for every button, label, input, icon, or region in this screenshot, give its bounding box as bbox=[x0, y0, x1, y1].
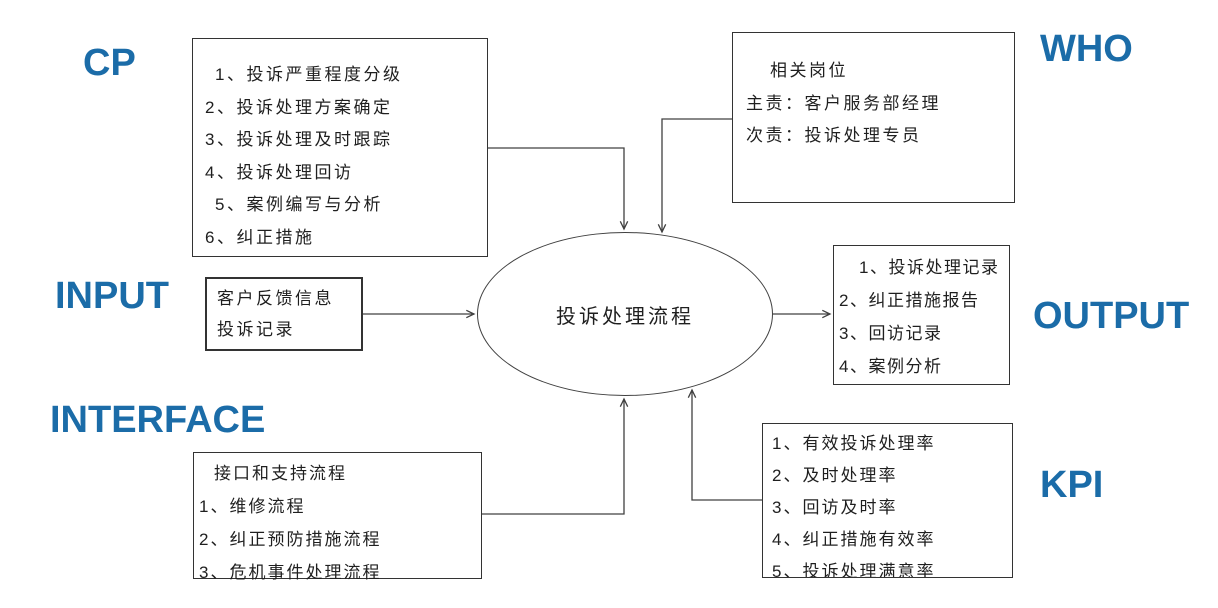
who-box-line: 次责：投诉处理专员 bbox=[746, 126, 922, 145]
input-label: INPUT bbox=[55, 275, 169, 317]
interface-box: 接口和支持流程 1、维修流程 2、纠正预防措施流程 3、危机事件处理流程 bbox=[193, 452, 482, 582]
output-box-item: 2、纠正措施报告 bbox=[839, 291, 980, 310]
who-box-title: 相关岗位 bbox=[770, 61, 848, 80]
cp-box-item: 6、纠正措施 bbox=[205, 227, 315, 247]
kpi-box-item: 1、有效投诉处理率 bbox=[772, 434, 936, 453]
cp-box-item: 5、案例编写与分析 bbox=[215, 195, 383, 214]
who-box-line: 主责：客户服务部经理 bbox=[746, 93, 941, 113]
kpi-box-item: 4、纠正措施有效率 bbox=[772, 530, 936, 549]
output-box-item: 3、回访记录 bbox=[839, 324, 943, 343]
kpi-box-item: 5、投诉处理满意率 bbox=[772, 562, 936, 578]
interface-box-item: 3、危机事件处理流程 bbox=[199, 563, 382, 582]
interface-box-item: 1、维修流程 bbox=[199, 497, 306, 516]
process-ellipse: 投诉处理流程 bbox=[477, 232, 773, 396]
who-box: 相关岗位 主责：客户服务部经理 次责：投诉处理专员 bbox=[732, 32, 1015, 203]
connector-kpi-to-process bbox=[687, 388, 762, 501]
cp-box: 1、投诉严重程度分级 2、投诉处理方案确定 3、投诉处理及时跟踪 4、投诉处理回… bbox=[192, 38, 488, 257]
connector-interface-to-process bbox=[482, 397, 629, 515]
connector-cp-to-process bbox=[488, 147, 629, 231]
cp-label: CP bbox=[83, 42, 136, 84]
cp-box-item: 3、投诉处理及时跟踪 bbox=[205, 130, 393, 149]
interface-box-title: 接口和支持流程 bbox=[214, 464, 347, 483]
input-box-line: 客户反馈信息 bbox=[217, 289, 334, 308]
kpi-box: 1、有效投诉处理率 2、及时处理率 3、回访及时率 4、纠正措施有效率 5、投诉… bbox=[762, 423, 1013, 578]
kpi-box-item: 2、及时处理率 bbox=[772, 466, 898, 485]
interface-label: INTERFACE bbox=[50, 399, 266, 441]
output-box-item: 1、投诉处理记录 bbox=[859, 258, 1000, 277]
kpi-box-item: 3、回访及时率 bbox=[772, 498, 898, 517]
cp-box-item: 1、投诉严重程度分级 bbox=[215, 65, 403, 84]
process-title: 投诉处理流程 bbox=[556, 305, 694, 328]
input-box-line: 投诉记录 bbox=[217, 320, 295, 339]
kpi-label: KPI bbox=[1040, 464, 1104, 506]
connector-who-to-process bbox=[657, 118, 733, 234]
output-box: 1、投诉处理记录 2、纠正措施报告 3、回访记录 4、案例分析 bbox=[833, 245, 1010, 385]
output-label: OUTPUT bbox=[1033, 295, 1190, 337]
cp-box-item: 2、投诉处理方案确定 bbox=[205, 97, 393, 117]
input-box: 客户反馈信息 投诉记录 bbox=[205, 277, 363, 351]
output-box-item: 4、案例分析 bbox=[839, 357, 943, 376]
cp-box-item: 4、投诉处理回访 bbox=[205, 162, 354, 182]
who-label: WHO bbox=[1040, 28, 1133, 70]
interface-box-item: 2、纠正预防措施流程 bbox=[199, 530, 382, 549]
